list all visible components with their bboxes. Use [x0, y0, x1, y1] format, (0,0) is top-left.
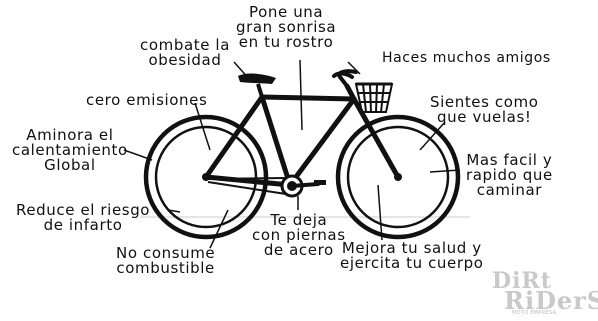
benefit-label-heart: Reduce el riesgo de infarto	[16, 203, 150, 233]
benefit-line: cero emisiones	[86, 93, 207, 108]
benefit-line: Global	[12, 158, 128, 173]
logo-tagline: MOTO EMPRESA	[512, 310, 556, 316]
benefit-line: que vuelas!	[430, 110, 539, 125]
handlebar	[334, 71, 356, 86]
benefit-label-obesity: combate la obesidad	[140, 38, 230, 68]
benefit-label-health: Mejora tu salud y ejercita tu cuerpo	[340, 241, 484, 271]
dirt-riders-logo: DiRt RiDerS MOTO EMPRESA	[486, 268, 594, 318]
basket	[356, 84, 392, 112]
benefit-line: obesidad	[140, 53, 230, 68]
benefit-label-fly: Sientes como que vuelas!	[430, 95, 539, 125]
benefit-label-friends: Haces muchos amigos	[382, 51, 551, 66]
benefit-line: Haces muchos amigos	[382, 51, 551, 66]
benefit-line: ejercita tu cuerpo	[340, 256, 484, 271]
benefit-label-emissions: cero emisiones	[86, 93, 207, 108]
benefit-line: caminar	[466, 183, 553, 198]
saddle	[238, 74, 276, 97]
benefit-label-smile: Pone una gran sonrisa en tu rostro	[236, 5, 336, 50]
benefit-line: de acero	[252, 243, 346, 258]
benefit-label-legs: Te deja con piernas de acero	[252, 213, 346, 258]
benefit-line: en tu rostro	[236, 35, 336, 50]
benefit-label-warming: Aminora el calentamiento Global	[12, 128, 128, 173]
benefit-line: combustible	[116, 261, 215, 276]
benefit-line: de infarto	[16, 218, 150, 233]
benefit-label-faster: Mas facil y rapido que caminar	[466, 153, 553, 198]
benefit-label-fuel: No consume combustible	[116, 246, 215, 276]
